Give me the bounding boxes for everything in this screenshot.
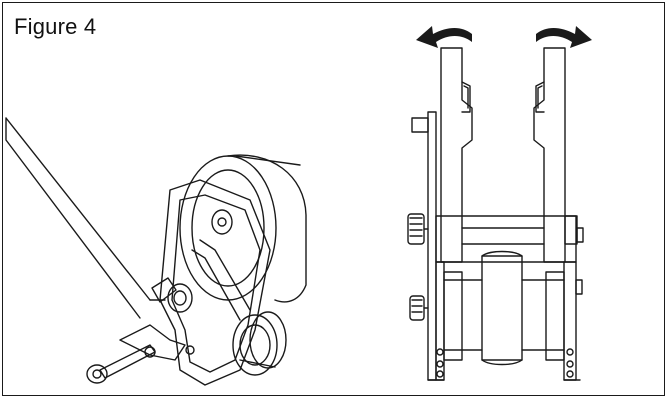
mounting-bolts <box>436 348 574 378</box>
back-plate <box>427 111 437 381</box>
left-upright-arm <box>440 47 473 263</box>
figure-frame <box>2 2 665 396</box>
right-upright-arm <box>533 47 566 263</box>
centre-roller <box>481 250 523 366</box>
upper-knob <box>407 213 429 245</box>
right-lower-plate <box>563 261 577 381</box>
cross-housing <box>435 215 584 263</box>
lower-linkage <box>86 324 195 384</box>
right-rotation-arrow <box>536 26 592 48</box>
front-view <box>407 26 592 381</box>
perspective-view <box>5 117 307 386</box>
lower-wheel <box>232 311 287 376</box>
diagonal-arm <box>5 117 151 319</box>
adjust-knob <box>151 277 193 313</box>
left-pulley <box>443 271 483 361</box>
roller-drum <box>179 154 307 303</box>
right-pulley <box>521 271 565 361</box>
left-rotation-arrow <box>416 26 472 48</box>
lower-knob <box>409 295 429 321</box>
side-frame <box>159 179 271 386</box>
figure-label: Figure 4 <box>14 14 97 39</box>
